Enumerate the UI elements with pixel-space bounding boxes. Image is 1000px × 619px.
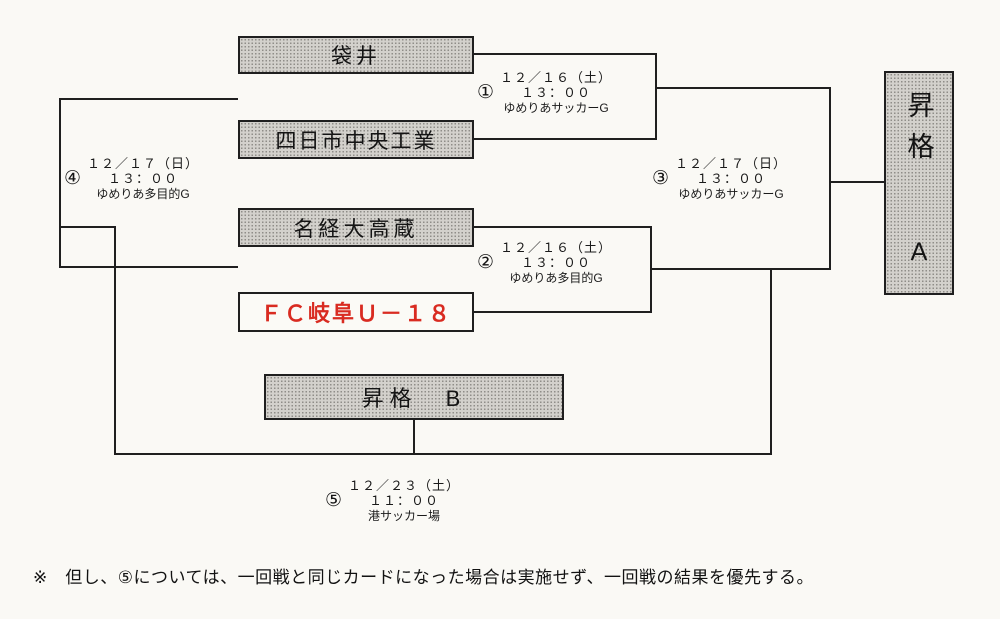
- match-2-annotation: ② １２／１６（土） １３：００ ゆめりあ多目的G: [477, 240, 612, 285]
- bracket-line-match1-vertical: [655, 53, 657, 140]
- match-5-number: ⑤: [325, 489, 343, 511]
- match-1-date: １２／１６（土）: [500, 70, 613, 85]
- match-2-number: ②: [477, 251, 495, 273]
- bracket-line-winner2: [650, 268, 831, 270]
- match-4-annotation: ④ １２／１７（日） １３：００ ゆめりあ多目的G: [64, 156, 199, 201]
- match-5-date: １２／２３（土）: [348, 478, 461, 493]
- match-2-info: １２／１６（土） １３：００ ゆめりあ多目的G: [500, 240, 612, 285]
- bracket-line-winner3-to-promotion-a: [829, 181, 884, 183]
- match-1-time: １３：００: [521, 85, 592, 101]
- team-box-fukuroi: 袋井: [238, 36, 474, 74]
- promotion-a-box: 昇格 A: [884, 71, 954, 295]
- match-4-time: １３：００: [108, 171, 179, 187]
- bracket-line-loser2: [60, 266, 238, 268]
- promotion-b-box: 昇格 B: [264, 374, 564, 420]
- match-3-number: ③: [652, 167, 670, 189]
- bracket-line-yokkaichi-out: [474, 138, 657, 140]
- match-2-time: １３：００: [521, 255, 592, 271]
- team-name-fcgifu: ＦＣ岐阜Ｕ－１８: [259, 301, 452, 326]
- bracket-line-winner4-down: [114, 226, 116, 455]
- bracket-line-promotion-b-down: [413, 420, 415, 454]
- match-2-venue: ゆめりあ多目的G: [509, 270, 603, 285]
- team-name-fukuroi: 袋井: [331, 45, 381, 68]
- match-4-number: ④: [64, 167, 82, 189]
- match-5-info: １２／２３（土） １１：００ 港サッカー場: [348, 478, 460, 523]
- match-3-venue: ゆめりあサッカーG: [678, 186, 784, 201]
- match-5-annotation: ⑤ １２／２３（土） １１：００ 港サッカー場: [325, 478, 460, 523]
- bracket-line-fukuroi-out: [474, 53, 657, 55]
- promotion-a-label: 昇格: [903, 91, 934, 173]
- bracket-line-match5-horizontal: [114, 453, 772, 455]
- match-3-annotation: ③ １２／１７（日） １３：００ ゆめりあサッカーG: [652, 156, 787, 201]
- match-1-annotation: ① １２／１６（土） １３：００ ゆめりあサッカーG: [477, 70, 612, 115]
- match-2-date: １２／１６（土）: [500, 240, 613, 255]
- bracket-line-match3-vertical: [829, 87, 831, 270]
- match-4-venue: ゆめりあ多目的G: [96, 186, 190, 201]
- match-3-date: １２／１７（日）: [675, 156, 788, 171]
- match-5-time: １１：００: [369, 493, 440, 509]
- team-name-meikei: 名経大高蔵: [293, 217, 419, 241]
- promotion-b-label: 昇格 B: [361, 386, 467, 411]
- match-1-info: １２／１６（土） １３：００ ゆめりあサッカーG: [500, 70, 612, 115]
- match-1-venue: ゆめりあサッカーG: [503, 100, 609, 115]
- match-5-venue: 港サッカー場: [368, 508, 441, 523]
- bracket-line-loser1: [60, 98, 238, 100]
- bracket-line-winner1: [655, 87, 831, 89]
- match-4-info: １２／１７（日） １３：００ ゆめりあ多目的G: [87, 156, 199, 201]
- footnote: ※ 但し、⑤については、一回戦と同じカードになった場合は実施せず、一回戦の結果を…: [33, 568, 814, 587]
- match-1-number: ①: [477, 81, 495, 103]
- bracket-line-match4-vertical: [59, 98, 61, 268]
- match-4-date: １２／１７（日）: [87, 156, 200, 171]
- bracket-line-winner4-out: [59, 226, 116, 228]
- promotion-a-grade: A: [910, 238, 928, 266]
- team-box-fcgifu: ＦＣ岐阜Ｕ－１８: [238, 292, 474, 332]
- match-3-info: １２／１７（日） １３：００ ゆめりあサッカーG: [675, 156, 787, 201]
- bracket-line-meikei-out: [474, 226, 652, 228]
- team-box-yokkaichi: 四日市中央工業: [238, 120, 474, 159]
- bracket-line-loser3-down: [770, 268, 772, 455]
- team-name-yokkaichi: 四日市中央工業: [275, 129, 437, 153]
- team-box-meikei: 名経大高蔵: [238, 208, 474, 247]
- bracket-line-fcgifu-out: [474, 311, 652, 313]
- match-3-time: １３：００: [696, 171, 767, 187]
